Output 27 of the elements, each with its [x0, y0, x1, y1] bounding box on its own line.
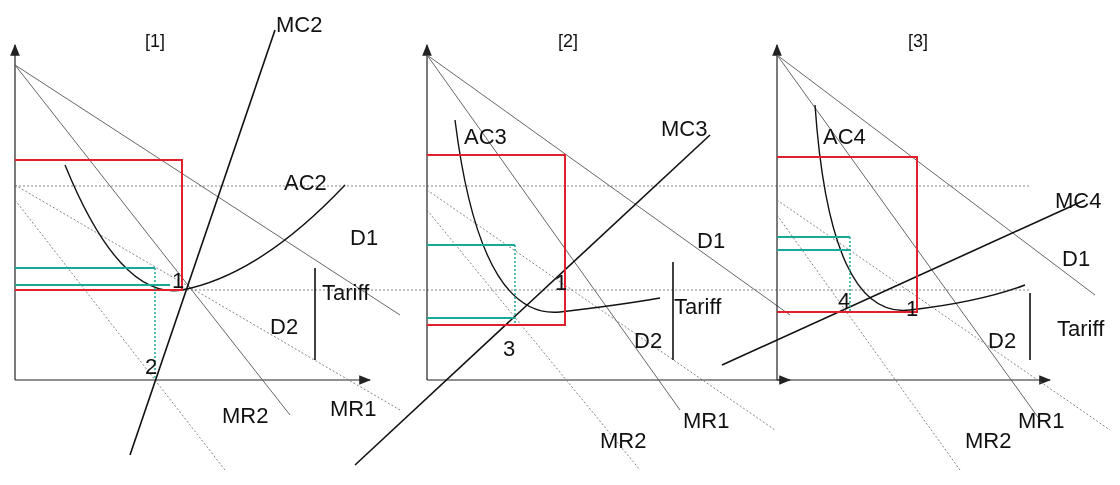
curve-label: AC2: [284, 172, 327, 194]
point-label: 4: [838, 290, 851, 312]
curve-label: Tariff: [1057, 318, 1105, 340]
curve-label: MR2: [965, 430, 1012, 452]
curve-label: MR2: [600, 430, 647, 452]
curve-label: Tariff: [674, 296, 722, 318]
curve-label: MR1: [683, 410, 730, 432]
curve-label: D2: [988, 330, 1017, 352]
curve-label: MR1: [330, 398, 377, 420]
panel-number: [3]: [908, 32, 928, 50]
panel-number: [1]: [145, 32, 165, 50]
curve-label: D1: [350, 227, 379, 249]
curve-label: MC2: [276, 14, 323, 36]
point-label: 2: [145, 356, 158, 378]
curve-label: AC4: [823, 126, 866, 148]
panel-number: [2]: [558, 32, 578, 50]
curve-label: Tariff: [322, 282, 370, 304]
curve-label: AC3: [464, 126, 507, 148]
curve-label: D1: [697, 230, 726, 252]
curve-label: MC4: [1055, 190, 1102, 212]
point-label: 3: [503, 338, 516, 360]
curve-label: D2: [634, 330, 663, 352]
curve-label: MR2: [222, 405, 269, 427]
curve-label: MC3: [661, 118, 708, 140]
curve-label: D1: [1062, 248, 1091, 270]
curve-label: D2: [270, 316, 299, 338]
curve-label: MR1: [1018, 410, 1065, 432]
